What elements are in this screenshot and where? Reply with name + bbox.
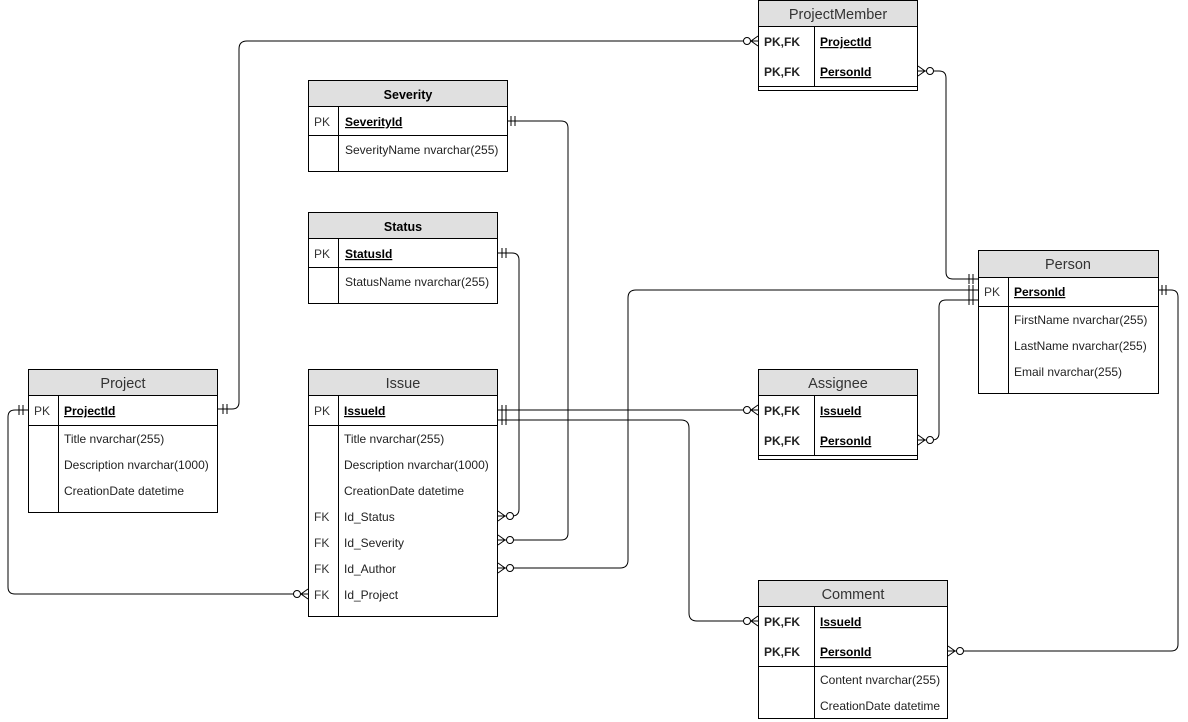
key-cell: PK	[314, 247, 330, 261]
key-cell: PK	[34, 404, 50, 418]
field-issueid: IssueId	[344, 404, 385, 418]
field-personid: PersonId	[820, 645, 871, 659]
edge-issue-assignee[interactable]	[498, 404, 759, 416]
edge-person-assignee[interactable]	[917, 295, 978, 446]
table-name-comment: Comment	[822, 587, 885, 603]
table-comment[interactable]: Comment PK,FK IssueId PK,FK PersonId Con…	[758, 580, 948, 719]
field-projectid: ProjectId	[820, 35, 871, 49]
table-name-issue: Issue	[386, 376, 421, 392]
field-creationdate: CreationDate datetime	[64, 484, 184, 498]
table-name-person: Person	[1045, 257, 1091, 273]
relationships	[7, 35, 1179, 657]
table-issue[interactable]: Issue PK IssueId Title nvarchar(255) Des…	[308, 369, 498, 617]
field-title: Title nvarchar(255)	[344, 432, 444, 446]
field-creationdate: CreationDate datetime	[344, 484, 464, 498]
edge-person-projectmember[interactable]	[917, 65, 978, 284]
edge-issue-comment[interactable]	[498, 415, 759, 627]
key-cell: PK,FK	[764, 615, 800, 629]
key-cell: PK	[984, 285, 1000, 299]
field-content: Content nvarchar(255)	[820, 673, 940, 687]
field-id-status: Id_Status	[344, 510, 395, 524]
table-name-status: Status	[384, 220, 422, 234]
table-status[interactable]: Status PK StatusId StatusName nvarchar(2…	[308, 212, 498, 304]
field-title: Title nvarchar(255)	[64, 432, 164, 446]
field-firstname: FirstName nvarchar(255)	[1014, 313, 1147, 327]
key-cell: FK	[314, 562, 329, 576]
key-cell: PK,FK	[764, 434, 800, 448]
field-id-severity: Id_Severity	[344, 536, 404, 550]
table-name-assignee: Assignee	[808, 376, 868, 392]
key-cell: FK	[314, 536, 329, 550]
key-cell: PK,FK	[764, 645, 800, 659]
field-email: Email nvarchar(255)	[1014, 365, 1122, 379]
field-statusname: StatusName nvarchar(255)	[345, 275, 489, 289]
field-severityname: SeverityName nvarchar(255)	[345, 143, 498, 157]
table-name-project: Project	[100, 376, 145, 392]
edge-person-comment[interactable]	[947, 285, 1179, 657]
field-personid: PersonId	[1014, 285, 1065, 299]
field-description: Description nvarchar(1000)	[344, 458, 489, 472]
table-name-projectmember: ProjectMember	[789, 7, 887, 23]
key-cell: PK	[314, 404, 330, 418]
edge-person-issue-author[interactable]	[497, 285, 978, 574]
field-issueid: IssueId	[820, 404, 861, 418]
field-personid: PersonId	[820, 65, 871, 79]
field-projectid: ProjectId	[64, 404, 115, 418]
edge-severity-issue[interactable]	[497, 116, 569, 546]
field-severityid: SeverityId	[345, 115, 402, 129]
key-cell: PK,FK	[764, 404, 800, 418]
table-projectmember[interactable]: ProjectMember PK,FK ProjectId PK,FK Pers…	[758, 0, 918, 91]
field-id-author: Id_Author	[344, 562, 396, 576]
field-statusid: StatusId	[345, 247, 392, 261]
table-severity[interactable]: Severity PK SeverityId SeverityName nvar…	[308, 80, 508, 172]
edge-status-issue[interactable]	[497, 248, 520, 522]
table-assignee[interactable]: Assignee PK,FK IssueId PK,FK PersonId	[758, 369, 918, 460]
field-id-project: Id_Project	[344, 588, 399, 602]
table-project[interactable]: Project PK ProjectId Title nvarchar(255)…	[28, 369, 218, 513]
key-cell: PK	[314, 115, 330, 129]
field-issueid: IssueId	[820, 615, 861, 629]
field-creationdate: CreationDate datetime	[820, 699, 940, 713]
field-lastname: LastName nvarchar(255)	[1014, 339, 1147, 353]
key-cell: FK	[314, 588, 329, 602]
table-person[interactable]: Person PK PersonId FirstName nvarchar(25…	[978, 250, 1159, 394]
key-cell: FK	[314, 510, 329, 524]
field-description: Description nvarchar(1000)	[64, 458, 209, 472]
field-personid: PersonId	[820, 434, 871, 448]
key-cell: PK,FK	[764, 35, 800, 49]
table-name-severity: Severity	[384, 88, 433, 102]
edge-project-issue[interactable]	[7, 405, 309, 600]
key-cell: PK,FK	[764, 65, 800, 79]
edge-project-projectmember[interactable]	[218, 35, 759, 414]
